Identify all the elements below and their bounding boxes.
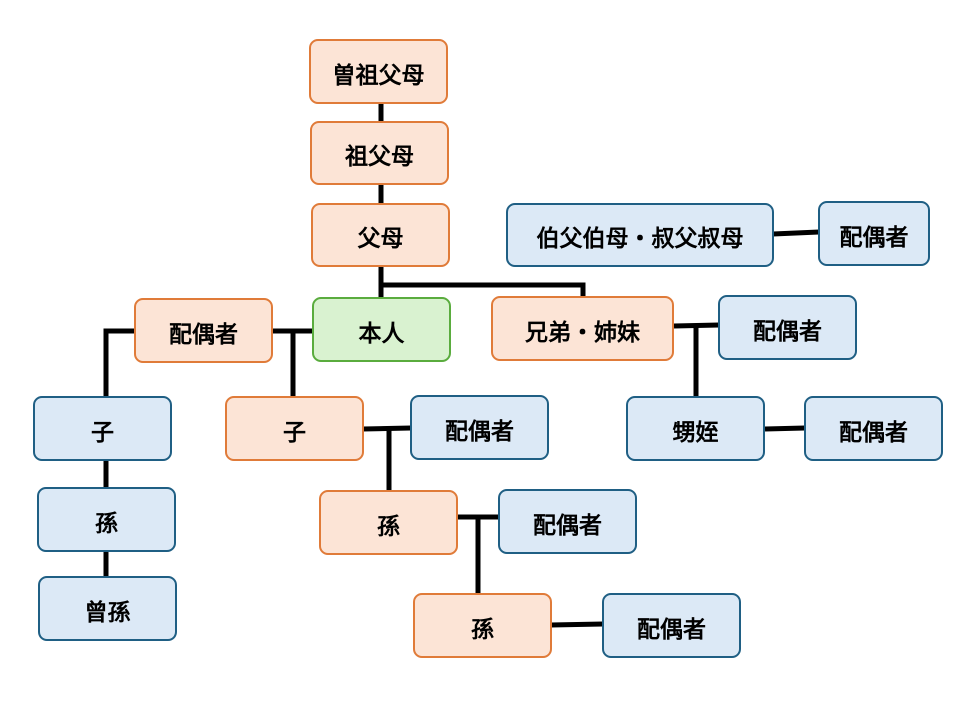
node-label: 伯父伯母・叔父叔母 [536, 225, 744, 252]
node-great-grandchild-spouse: 配偶者 [602, 593, 741, 658]
node-grandchild: 孫 [319, 490, 458, 555]
node-label: 祖父母 [345, 143, 414, 170]
node-grandparents: 祖父母 [310, 121, 449, 185]
node-label: 曾孫 [84, 598, 131, 626]
node-label: 配偶者 [839, 223, 909, 251]
node-child: 子 [225, 396, 364, 461]
node-uncles-aunts-spouse: 配偶者 [818, 201, 930, 266]
connector-siblings-spouse [673, 322, 720, 329]
node-nephews-nieces: 甥姪 [626, 396, 765, 461]
node-label: 孫 [471, 615, 494, 643]
connector-spouse-child-of-spouse [103, 328, 135, 397]
node-grandchild-of-spouse: 孫 [37, 487, 176, 552]
node-label: 孫 [95, 509, 118, 537]
node-label: 子 [283, 418, 306, 446]
node-label: 父母 [357, 225, 404, 252]
node-label: 配偶者 [169, 320, 238, 348]
node-great-grandchild: 孫 [413, 593, 552, 658]
node-uncles-aunts: 伯父伯母・叔父叔母 [506, 203, 774, 267]
connector-uncles-aunts-spouse [772, 229, 820, 237]
node-parents: 父母 [311, 203, 450, 267]
node-label: 甥姪 [672, 418, 719, 446]
node-label: 配偶者 [637, 615, 706, 643]
node-siblings: 兄弟・姉妹 [491, 296, 674, 361]
node-nephews-nieces-spouse: 配偶者 [804, 396, 943, 461]
connector-parents-siblings [381, 282, 586, 297]
node-label: 配偶者 [445, 417, 514, 445]
connector-child-spouse [362, 425, 412, 432]
node-label: 子 [91, 418, 114, 446]
node-great-grandparents: 曽祖父母 [309, 39, 448, 104]
node-label: 兄弟・姉妹 [525, 318, 640, 346]
node-self: 本人 [312, 297, 451, 362]
node-spouse: 配偶者 [134, 298, 273, 363]
node-child-of-spouse: 子 [33, 396, 172, 461]
node-label: 曽祖父母 [332, 61, 425, 89]
node-siblings-spouse: 配偶者 [718, 295, 857, 360]
connector-nephews-spouse [764, 425, 806, 432]
node-great-grandchild-of-spouse: 曾孫 [38, 576, 177, 641]
node-label: 配偶者 [839, 418, 908, 446]
connector-great-grandchild-spouse [550, 621, 604, 628]
node-label: 配偶者 [753, 317, 822, 345]
node-label: 孫 [377, 512, 400, 540]
node-grandchild-spouse: 配偶者 [498, 489, 637, 554]
node-label: 配偶者 [533, 511, 602, 539]
node-child-spouse: 配偶者 [410, 395, 549, 460]
node-label: 本人 [358, 319, 405, 347]
